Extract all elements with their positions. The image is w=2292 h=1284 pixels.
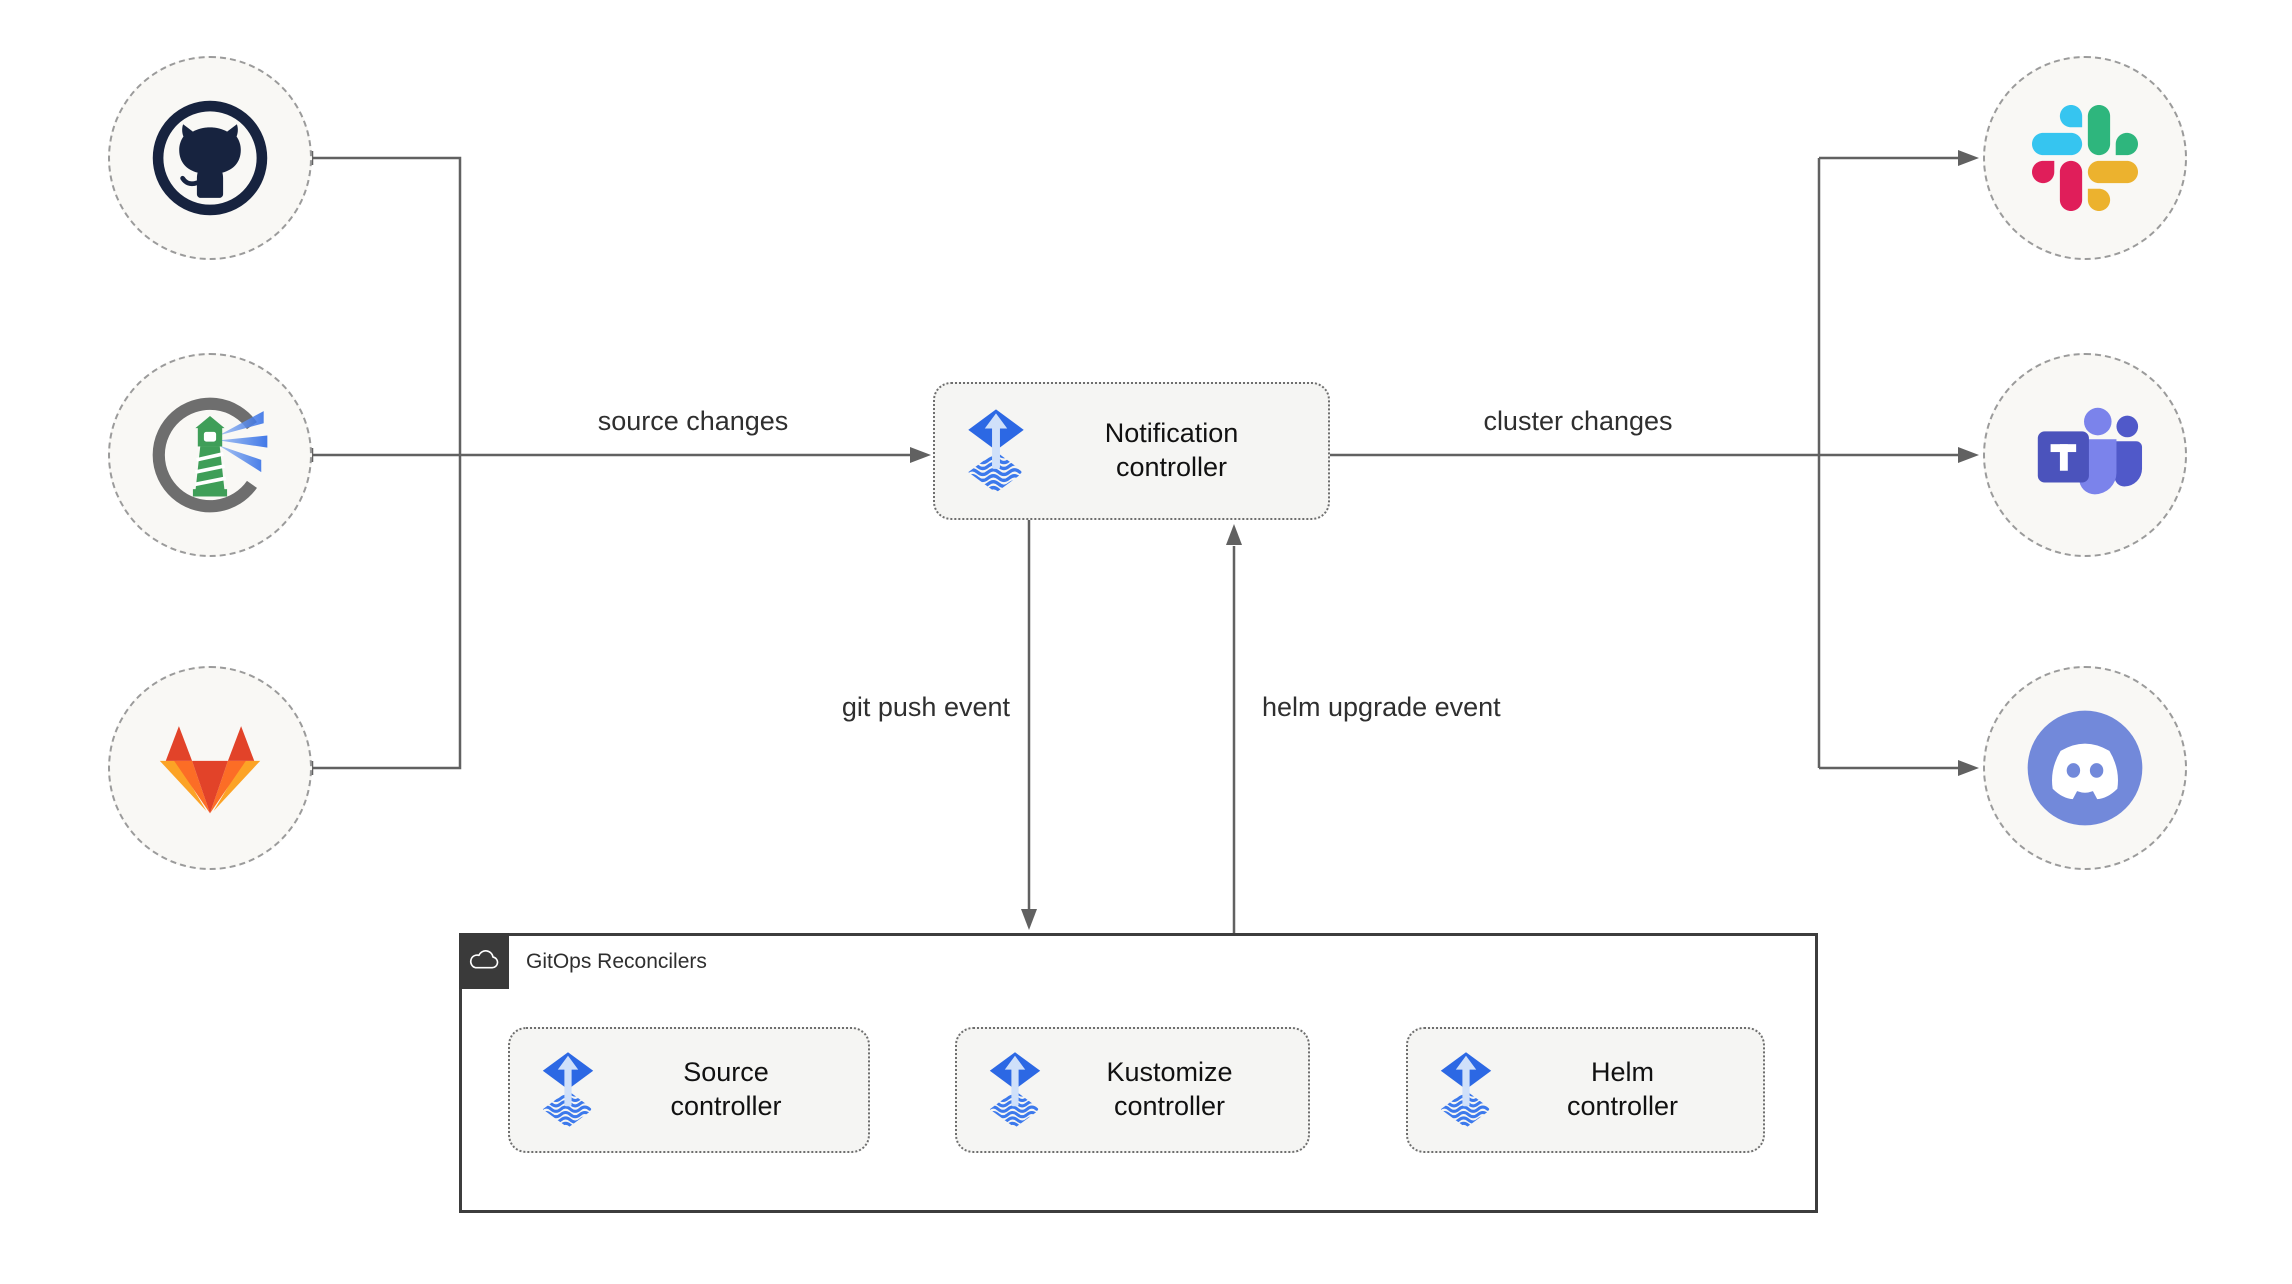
- container-title: GitOps Reconcilers: [526, 950, 707, 973]
- notification-controller-label: Notification controller: [1104, 418, 1239, 482]
- source-controller-node: Source controller: [508, 1027, 870, 1153]
- github-icon: [152, 100, 268, 216]
- kustomize-controller-node: Kustomize controller: [955, 1027, 1310, 1153]
- node-github: [108, 56, 312, 260]
- helm-controller-label: Helm controller: [1566, 1057, 1679, 1121]
- flux-icon: [985, 1051, 1045, 1129]
- edge-label-cluster-changes: cluster changes: [1483, 406, 1673, 436]
- container-tab: [459, 933, 509, 989]
- teams-icon: [2037, 407, 2143, 495]
- node-discord: [1983, 666, 2187, 870]
- flux-icon: [538, 1051, 598, 1129]
- node-gitlab: [108, 666, 312, 870]
- node-slack: [1983, 56, 2187, 260]
- helm-controller-node: Helm controller: [1406, 1027, 1765, 1153]
- edge-label-git-push-event: git push event: [841, 692, 1010, 722]
- node-harbor: [108, 353, 312, 557]
- notification-controller-node: Notification controller: [933, 382, 1330, 520]
- flux-icon: [1436, 1051, 1496, 1129]
- kustomize-controller-label: Kustomize controller: [1106, 1057, 1233, 1121]
- node-teams: [1983, 353, 2187, 557]
- gitlab-icon: [159, 726, 261, 814]
- slack-icon: [2032, 105, 2138, 211]
- edge-label-source-changes: source changes: [597, 406, 789, 436]
- harbor-icon: [152, 397, 268, 513]
- flux-icon: [963, 408, 1029, 494]
- discord-icon: [2027, 710, 2143, 826]
- source-controller-label: Source controller: [670, 1057, 782, 1121]
- edge-label-helm-upgrade-event: helm upgrade event: [1262, 692, 1501, 722]
- cloud-icon: [469, 950, 499, 969]
